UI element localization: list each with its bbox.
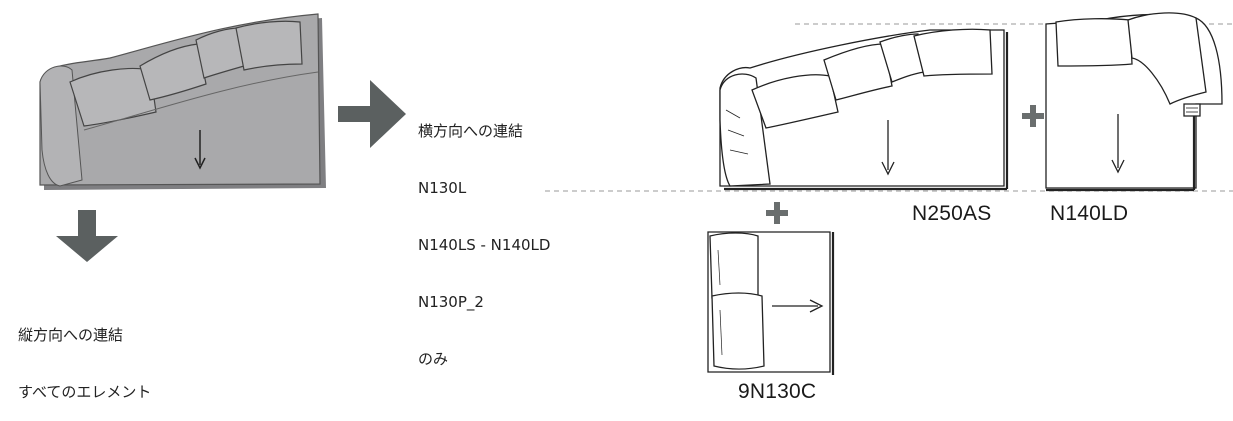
vertical-connection-detail: すべてのエレメント bbox=[18, 383, 152, 401]
horizontal-connection-heading: 横方向への連結 bbox=[418, 122, 524, 140]
module-label-n140ld: N140LD bbox=[1050, 202, 1129, 225]
horizontal-connection-note: 横方向への連結 N130L N140LS - N140LD N130P_2 のみ bbox=[418, 84, 550, 388]
module-label-n250as: N250AS bbox=[912, 202, 992, 225]
sofa-diagram bbox=[39, 12, 1233, 375]
plus-icon bbox=[1022, 105, 1044, 127]
grey-corner-sofa bbox=[39, 13, 326, 190]
plus-icon bbox=[766, 202, 788, 224]
n140ld-sofa bbox=[1045, 12, 1223, 192]
module-label-9n130c: 9N130C bbox=[738, 380, 817, 403]
down-direction-arrow bbox=[56, 210, 118, 262]
horizontal-item: N140LS - N140LD bbox=[418, 236, 551, 254]
n250as-sofa bbox=[719, 28, 1009, 191]
vertical-connection-note: 縦方向への連結 すべてのエレメント bbox=[18, 288, 151, 421]
horizontal-item: N130L bbox=[418, 179, 467, 197]
horizontal-item: のみ bbox=[418, 350, 449, 368]
right-direction-arrow bbox=[338, 80, 406, 148]
9n130c-sofa bbox=[707, 231, 835, 375]
horizontal-item: N130P_2 bbox=[418, 293, 484, 311]
vertical-connection-heading: 縦方向への連結 bbox=[18, 326, 124, 344]
